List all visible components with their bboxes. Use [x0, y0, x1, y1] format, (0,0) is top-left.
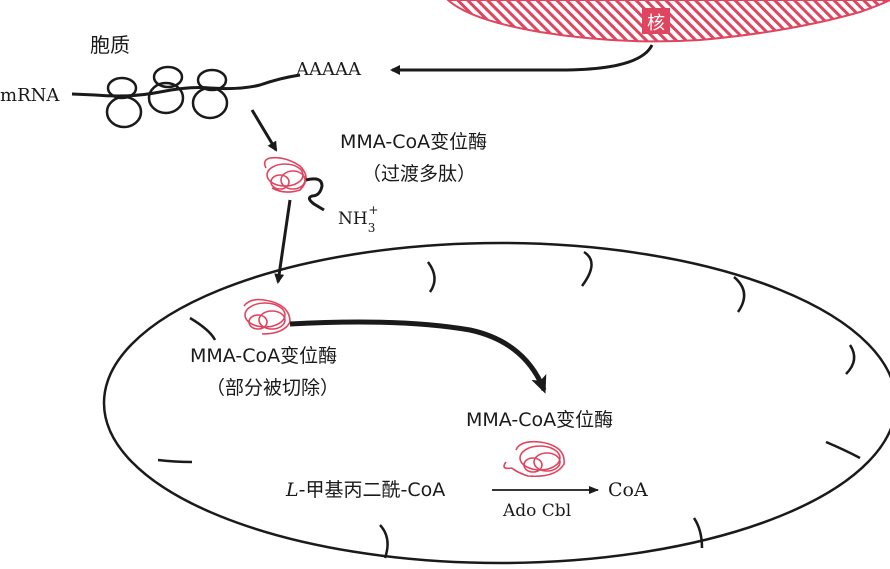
- protein-coil: [263, 156, 307, 193]
- mrna-strand: [71, 65, 301, 129]
- mrna-line: [71, 73, 301, 98]
- ribosome-large-subunit: [105, 95, 143, 129]
- protein-coil: [266, 163, 304, 187]
- ribosome-large-subunit: [191, 86, 229, 120]
- precursor-note: （过渡多肽）: [362, 163, 476, 185]
- import-arrow: [274, 199, 292, 284]
- cofactor-label: Ado Cbl: [502, 501, 571, 521]
- protein-coil: [243, 298, 291, 335]
- cytoplasm-label: 胞质: [90, 33, 130, 57]
- mature-name: MMA-CoA变位酶: [466, 409, 613, 431]
- crista: [733, 276, 746, 313]
- import-name: MMA-CoA变位酶: [190, 345, 337, 367]
- protein-coil: [503, 461, 513, 470]
- protein-coil: [258, 310, 286, 330]
- substrate-label: L-甲基丙二酰-CoA: [285, 479, 445, 501]
- crista: [580, 250, 593, 287]
- protein-coil: [248, 314, 268, 330]
- protein-coil: [533, 452, 561, 472]
- ribosome-large-subunit: [147, 81, 185, 115]
- translation-arrow: [250, 109, 278, 152]
- mitochondrion-membrane: [102, 241, 890, 565]
- crista: [379, 524, 389, 559]
- precursor-name: MMA-CoA变位酶: [340, 131, 487, 153]
- crista: [189, 316, 217, 341]
- protein-coil: [523, 457, 543, 473]
- ribosome-small-subunit: [152, 65, 184, 89]
- presequence-tail: [305, 177, 325, 212]
- crista: [825, 440, 861, 460]
- nterm-label: NH3+: [338, 203, 378, 235]
- nucleus-label-bg: [642, 8, 670, 34]
- export-arrow: [390, 44, 654, 75]
- crista: [426, 261, 436, 293]
- mature-protein: [503, 440, 565, 478]
- crista: [845, 344, 856, 375]
- protein-coil: [244, 302, 286, 328]
- crista: [157, 458, 193, 464]
- ribosome-small-subunit: [196, 68, 228, 92]
- protein-coil: [519, 445, 561, 471]
- maturation-arrow: [289, 319, 547, 394]
- protein-coil: [511, 440, 565, 478]
- precursor-protein: [263, 156, 307, 193]
- mrna-label: mRNA: [0, 85, 60, 106]
- polya-tail-label: AAAAA: [295, 59, 362, 80]
- import-note: （部分被切除）: [206, 377, 339, 399]
- import-protein: [243, 298, 291, 335]
- crista: [692, 517, 704, 549]
- nucleus: 核: [446, 0, 890, 43]
- protein-coil: [280, 170, 306, 190]
- nucleus-label: 核: [647, 13, 665, 34]
- product-label: CoA: [608, 479, 648, 501]
- protein-coil: [270, 174, 290, 190]
- cristae: [157, 250, 861, 559]
